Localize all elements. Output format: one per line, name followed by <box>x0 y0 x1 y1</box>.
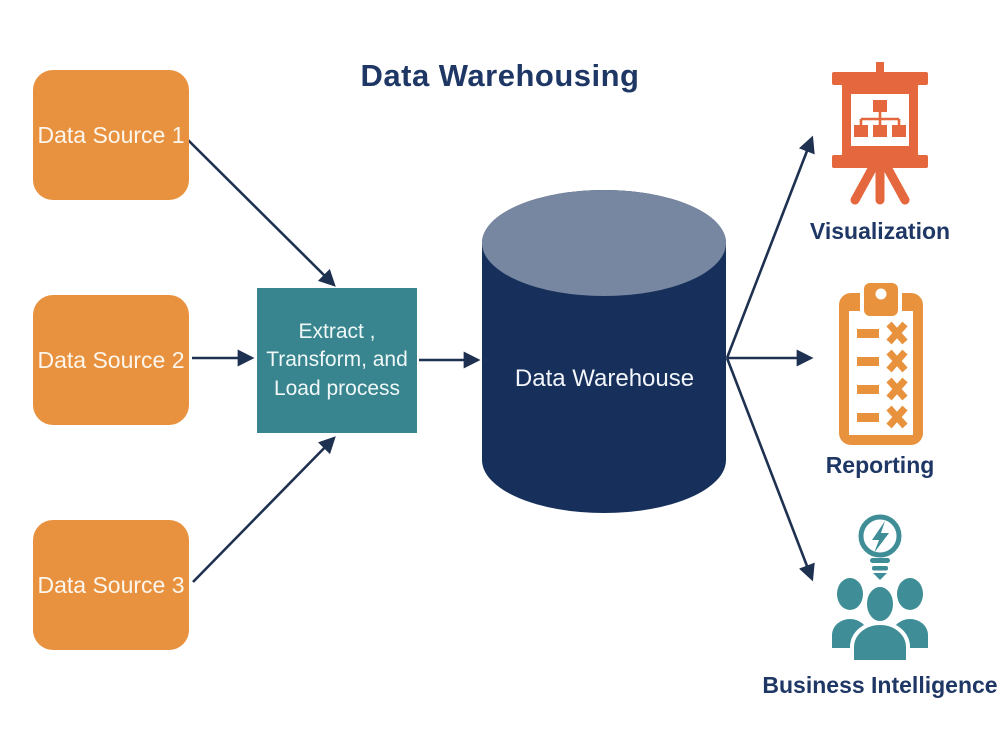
node-label: Data Source 3 <box>37 571 185 598</box>
team-idea-bulb-icon <box>832 514 928 664</box>
etl-line-1: Extract , <box>298 319 376 343</box>
reporting-label: Reporting <box>825 452 935 478</box>
node-data-source-2: Data Source 2 <box>33 295 189 425</box>
clipboard-checklist-icon <box>839 281 923 445</box>
visualization-label: Visualization <box>809 218 951 244</box>
node-etl-process: Extract , Transform, and Load process <box>257 288 417 433</box>
etl-line-2: Transform, and <box>266 348 408 372</box>
presentation-org-chart-icon <box>832 62 928 205</box>
page-title: Data Warehousing <box>360 58 640 93</box>
node-label: Data Source 2 <box>37 346 185 373</box>
business-intelligence-label: Business Intelligence <box>762 672 998 698</box>
node-label: Data Source 1 <box>37 121 185 148</box>
warehouse-label: Data Warehouse <box>514 365 695 392</box>
arrow-source3-to-etl <box>192 436 336 583</box>
etl-line-3: Load process <box>273 376 401 400</box>
warehouse-cylinder <box>482 190 726 513</box>
cylinder-top <box>482 190 726 296</box>
arrow-warehouse-to-visualization <box>725 135 815 359</box>
node-data-source-1: Data Source 1 <box>33 70 189 200</box>
arrow-source1-to-etl <box>185 137 336 287</box>
arrow-warehouse-to-business-intelligence <box>725 357 815 582</box>
node-data-source-3: Data Source 3 <box>33 520 189 650</box>
